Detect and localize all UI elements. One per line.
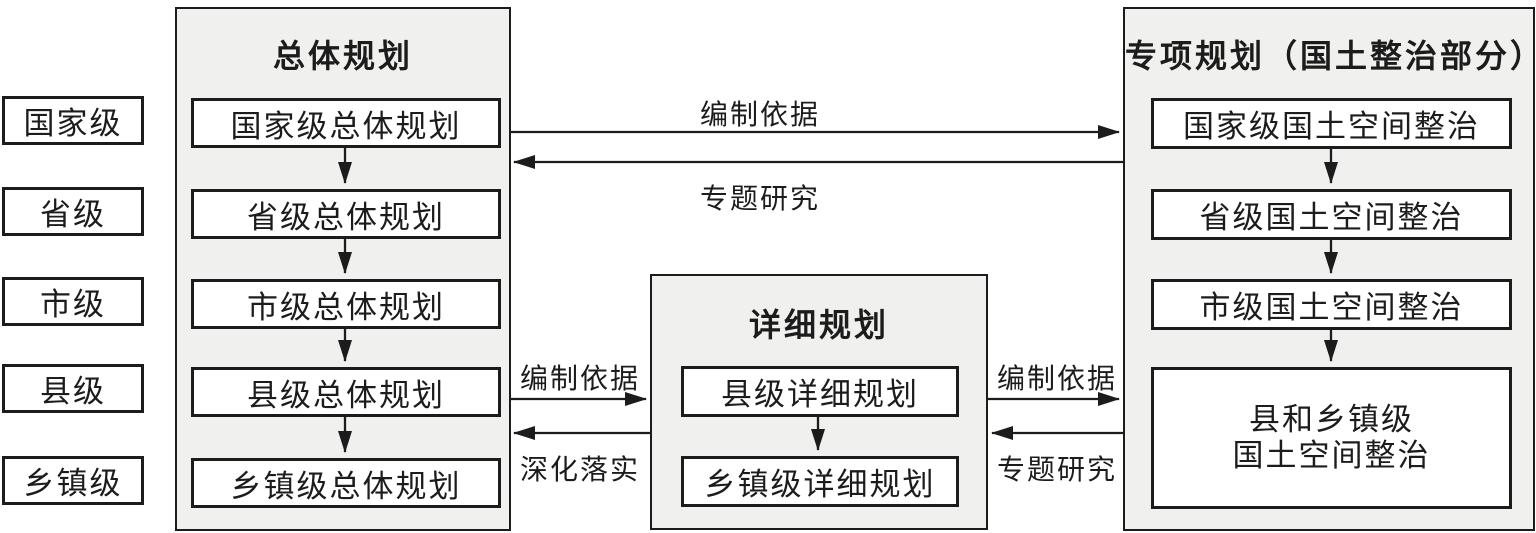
level-box-national: 国家级 xyxy=(2,96,144,145)
label-detailed-to-overall: 深化落实 xyxy=(519,455,640,486)
label-overall-to-special: 编制依据 xyxy=(699,100,820,131)
overall-planning-panel: 总体规划 国家级总体规划 省级总体规划 市级总体规划 县级总体规划 乡镇级总体规… xyxy=(175,7,511,531)
special-panel-title: 专项规划（国土整治部分） xyxy=(1125,38,1536,74)
label-special-to-detailed: 专题研究 xyxy=(996,455,1117,486)
box-province-land-consolidation: 省级国土空间整治 xyxy=(1151,189,1512,240)
box-county-detailed-plan: 县级详细规划 xyxy=(681,366,959,417)
detailed-panel-title: 详细规划 xyxy=(748,307,889,343)
box-city-land-consolidation: 市级国土空间整治 xyxy=(1151,279,1512,330)
level-box-province: 省级 xyxy=(2,187,144,236)
box-national-land-consolidation: 国家级国土空间整治 xyxy=(1151,98,1512,149)
box-township-overall-plan: 乡镇级总体规划 xyxy=(191,458,501,508)
box-township-detailed-plan: 乡镇级详细规划 xyxy=(681,456,959,507)
box-national-overall-plan: 国家级总体规划 xyxy=(191,98,501,148)
level-box-city: 市级 xyxy=(2,277,144,326)
level-box-county: 县级 xyxy=(2,364,144,413)
combined-box-line1: 县和乡镇级 xyxy=(1249,402,1414,438)
box-province-overall-plan: 省级总体规划 xyxy=(191,189,501,239)
detailed-planning-panel: 详细规划 县级详细规划 乡镇级详细规划 xyxy=(650,274,988,530)
label-overall-to-detailed: 编制依据 xyxy=(519,364,640,395)
special-planning-panel: 专项规划（国土整治部分） 国家级国土空间整治 省级国土空间整治 市级国土空间整治… xyxy=(1123,7,1536,531)
box-city-overall-plan: 市级总体规划 xyxy=(191,279,501,329)
label-detailed-to-special: 编制依据 xyxy=(996,364,1117,395)
level-box-township: 乡镇级 xyxy=(2,456,144,505)
box-county-township-land-consolidation: 县和乡镇级 国土空间整治 xyxy=(1151,367,1512,509)
overall-panel-title: 总体规划 xyxy=(272,38,413,74)
box-county-overall-plan: 县级总体规划 xyxy=(191,367,501,417)
combined-box-line2: 国土空间整治 xyxy=(1232,438,1431,473)
label-special-to-overall: 专题研究 xyxy=(699,184,820,215)
